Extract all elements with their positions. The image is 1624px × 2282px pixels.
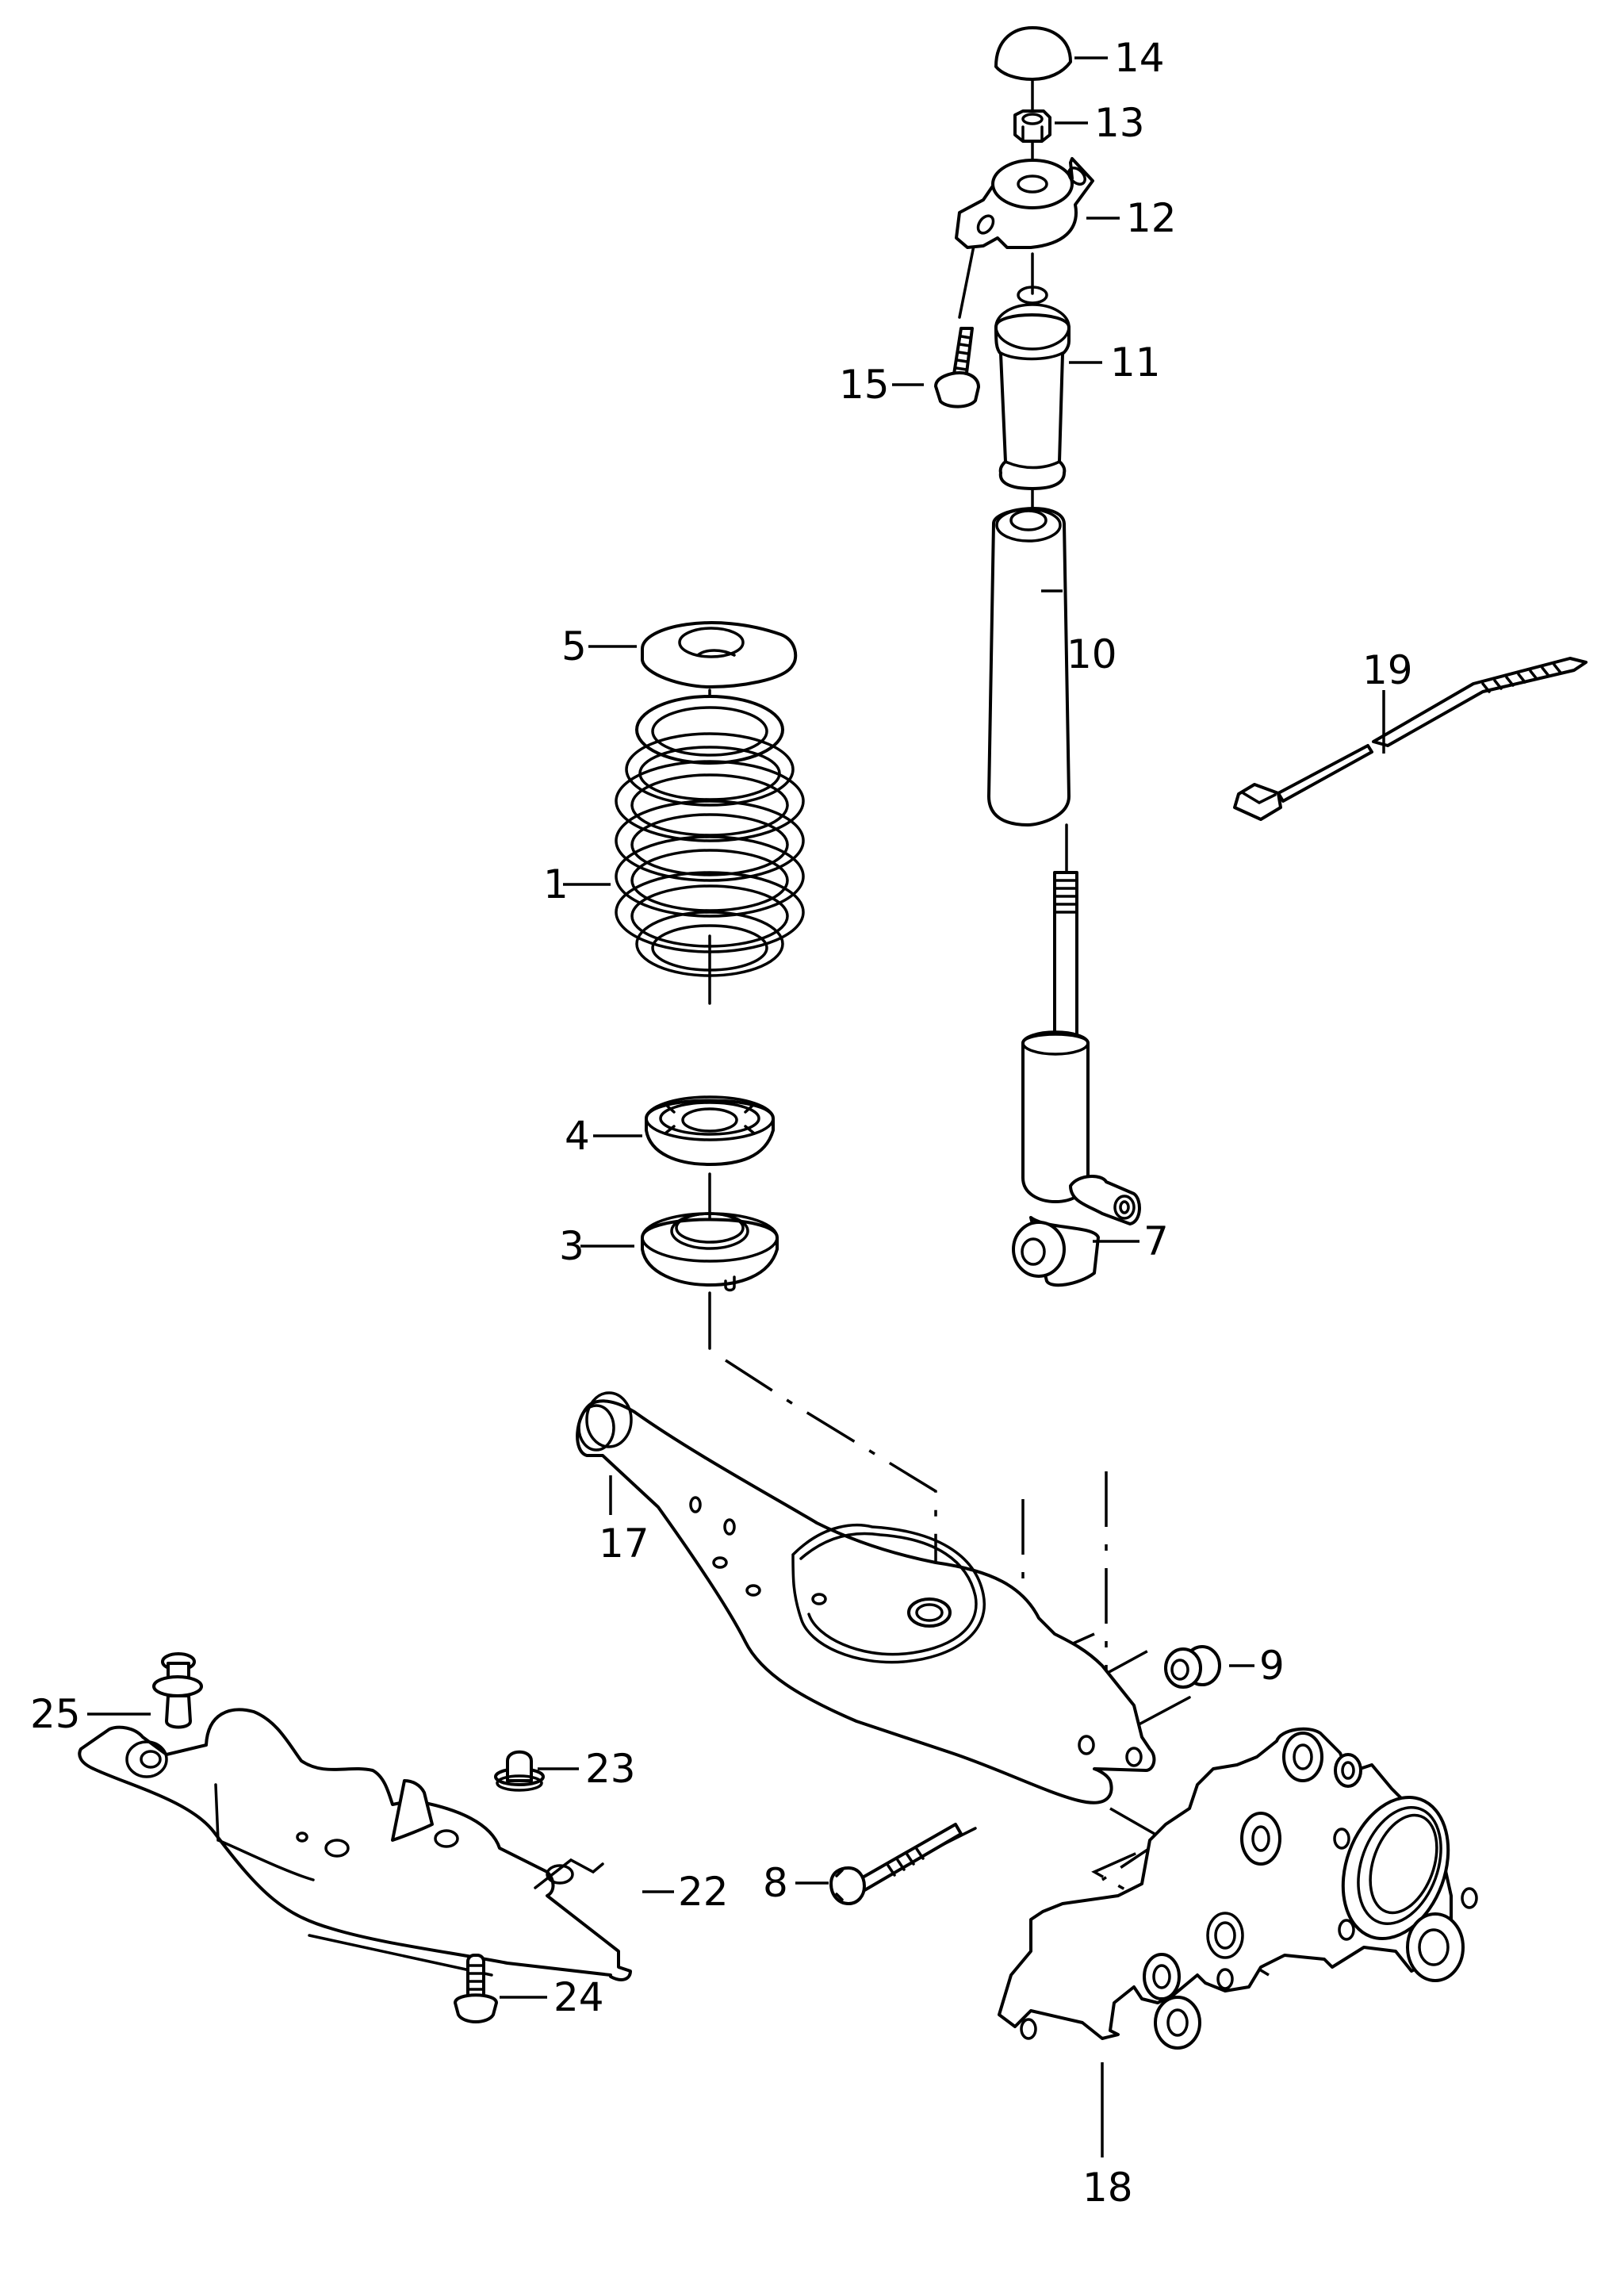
part-11-bump-stop[interactable]: [994, 286, 1071, 490]
callout-8: 8: [763, 1860, 788, 1906]
part-25-expanding-clip[interactable]: [152, 1652, 203, 1729]
callout-labels: 14 13 12 15 11 10 19 5 1 4 3 7 17 9 25 2…: [30, 35, 1413, 2211]
part-22-mounting-bracket[interactable]: [78, 1708, 632, 1981]
shock-lower-eye: [1012, 1216, 1100, 1287]
callout-1: 1: [543, 861, 569, 907]
callout-17: 17: [599, 1521, 649, 1567]
part-23-sleeve[interactable]: [494, 1750, 545, 1792]
part-5-upper-spring-seat[interactable]: [641, 621, 798, 688]
part-18-wheel-bearing-housing[interactable]: [998, 1727, 1478, 2050]
part-17-trailing-arm[interactable]: [576, 1391, 1156, 1805]
part-8-bolt[interactable]: [829, 1823, 963, 1905]
part-19-cable-tie[interactable]: [1233, 657, 1588, 821]
callout-15: 15: [839, 362, 890, 408]
shock-upper-eye: [1069, 1175, 1141, 1225]
callout-5: 5: [561, 623, 587, 669]
callout-11: 11: [1110, 339, 1161, 385]
part-14-protective-cap[interactable]: [994, 26, 1072, 81]
callout-22: 22: [678, 1869, 729, 1915]
part-12-strut-mount[interactable]: [955, 157, 1094, 249]
callout-13: 13: [1094, 100, 1145, 146]
part-24-bolt[interactable]: [454, 1954, 498, 2023]
callout-9: 9: [1259, 1643, 1285, 1689]
callout-3: 3: [559, 1223, 584, 1269]
callout-12: 12: [1126, 195, 1177, 241]
callout-24: 24: [553, 1974, 604, 2020]
part-9-self-locking-nut[interactable]: [1164, 1645, 1221, 1689]
callout-leader-lines: [87, 56, 1385, 2157]
callout-19: 19: [1362, 647, 1413, 693]
callout-4: 4: [565, 1113, 590, 1159]
part-1-coil-spring[interactable]: [615, 695, 805, 977]
part-7-shock-absorber[interactable]: [1012, 871, 1141, 1287]
callout-25: 25: [30, 1691, 81, 1737]
part-4-lower-spring-pad[interactable]: [645, 1095, 775, 1166]
part-3-lower-spring-seat[interactable]: [641, 1212, 779, 1292]
callout-14: 14: [1114, 35, 1165, 81]
callout-23: 23: [585, 1746, 636, 1792]
callout-7: 7: [1143, 1218, 1169, 1264]
callout-18: 18: [1082, 2165, 1133, 2211]
part-13-nut[interactable]: [1013, 109, 1051, 143]
part-10-protective-boot[interactable]: [987, 507, 1071, 827]
callout-10: 10: [1067, 631, 1117, 677]
part-15-bolt[interactable]: [934, 327, 980, 408]
